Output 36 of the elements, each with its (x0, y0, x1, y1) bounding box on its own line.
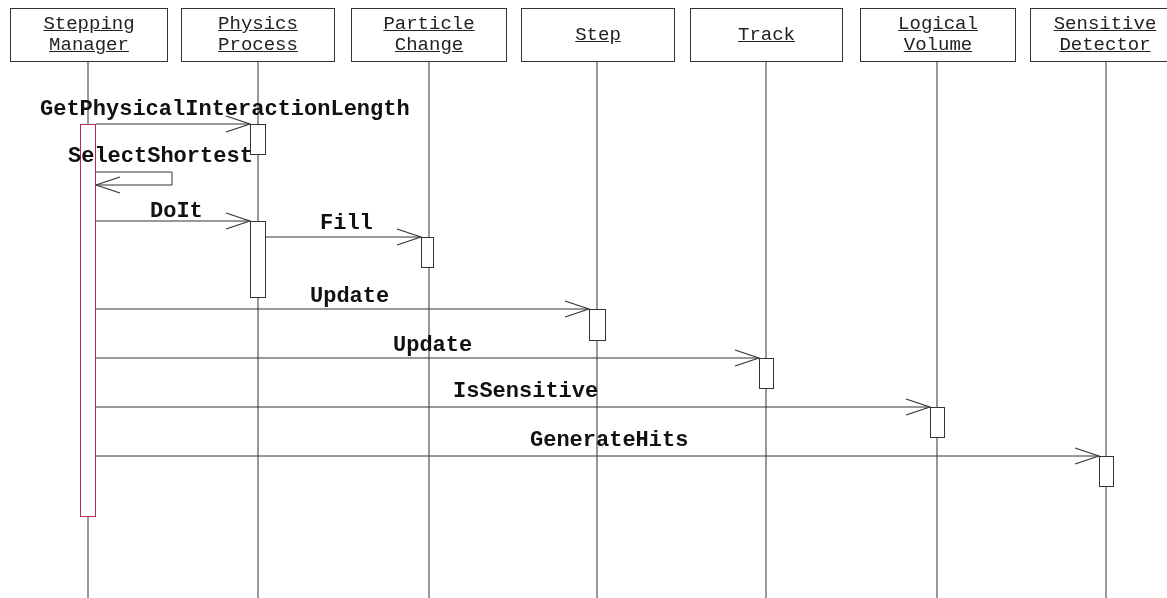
object-name: Track (738, 24, 795, 46)
message-label: DoIt (150, 200, 203, 224)
activation-bar (1099, 456, 1114, 487)
message-label: GetPhysicalInteractionLength (40, 98, 410, 122)
message-arrow (95, 398, 931, 416)
message-label: IsSensitive (453, 380, 599, 404)
object-header-box (860, 8, 1016, 62)
object-name: Step (575, 24, 621, 46)
message-arrow (95, 115, 251, 133)
message-label: Fill (320, 212, 373, 236)
activation-bar (759, 358, 774, 389)
object-name: Particle Change (382, 14, 476, 56)
object-header-box (521, 8, 675, 62)
message-label: Update (310, 285, 390, 309)
object-header-box (351, 8, 507, 62)
message-arrow (95, 447, 1100, 465)
object-name: Stepping Manager (42, 14, 136, 56)
message-arrow (95, 171, 173, 194)
object-header-box (10, 8, 168, 62)
activation-bar (930, 407, 945, 438)
message-arrow (95, 300, 590, 318)
object-header-box (690, 8, 843, 62)
object-name: Sensitive Detector (1052, 14, 1158, 56)
object-header-box (181, 8, 335, 62)
activation-bar (421, 237, 434, 268)
object-name: Physics Process (217, 14, 299, 56)
message-label: Update (393, 334, 473, 358)
message-label: GenerateHits (530, 429, 689, 453)
message-arrow (95, 349, 760, 367)
object-header-box (1030, 8, 1167, 62)
message-arrow (95, 212, 251, 230)
message-arrow (265, 228, 422, 246)
activation-bar (250, 221, 266, 298)
object-name: Logical Volume (897, 14, 979, 56)
activation-bar (589, 309, 606, 341)
activation-bar (250, 124, 266, 155)
